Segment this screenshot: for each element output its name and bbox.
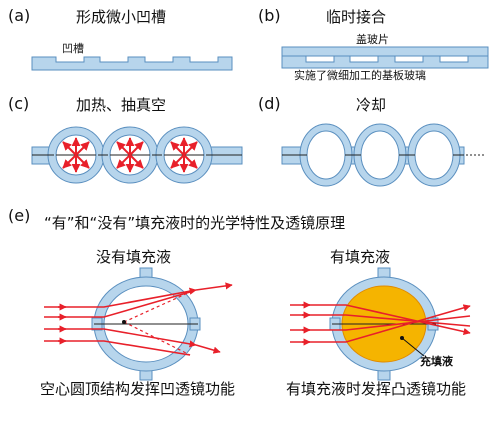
panel-c-title: 加热、抽真空 [76,96,167,114]
converging-rays [290,301,471,346]
left-subtitle: 没有填充液 [96,248,172,266]
panel-d-label: (d) [258,94,281,113]
hollow-dome-lens [91,267,201,381]
panel-e-label: (e) [8,206,31,225]
panel-a-title: 形成微小凹槽 [76,8,167,26]
expanding-bubbles [31,126,243,184]
right-subtitle: 有填充液 [330,248,391,266]
groove-note: 凹槽 [62,42,84,55]
panel-e-title: “有”和“没有”填充液时的光学特性及透镜原理 [44,214,346,232]
panel-a-label: (a) [8,6,31,25]
bonded-glass-stack [281,46,489,69]
virtual-focus-lines [123,291,191,356]
cover-glass-note: 盖玻片 [356,33,389,46]
grooved-substrate [31,56,233,71]
panel-d-title: 冷却 [356,96,387,114]
liquid-note: 充填液 [420,355,453,368]
right-caption: 有填充液时发挥凸透镜功能 [286,380,467,398]
panel-c-label: (c) [8,94,30,113]
liquid-pointer-line [401,337,425,357]
virtual-focus-point [122,320,126,324]
panel-b-title: 临时接合 [326,8,387,26]
expansion-arrows [62,137,198,173]
cooled-domes [281,123,484,187]
left-caption: 空心圆顶结构发挥凹透镜功能 [40,380,236,398]
panel-b-label: (b) [258,6,281,25]
substrate-glass-note: 实施了微细加工的基板玻璃 [294,69,426,82]
diverging-rays [44,282,233,356]
filled-dome-lens [329,267,439,381]
